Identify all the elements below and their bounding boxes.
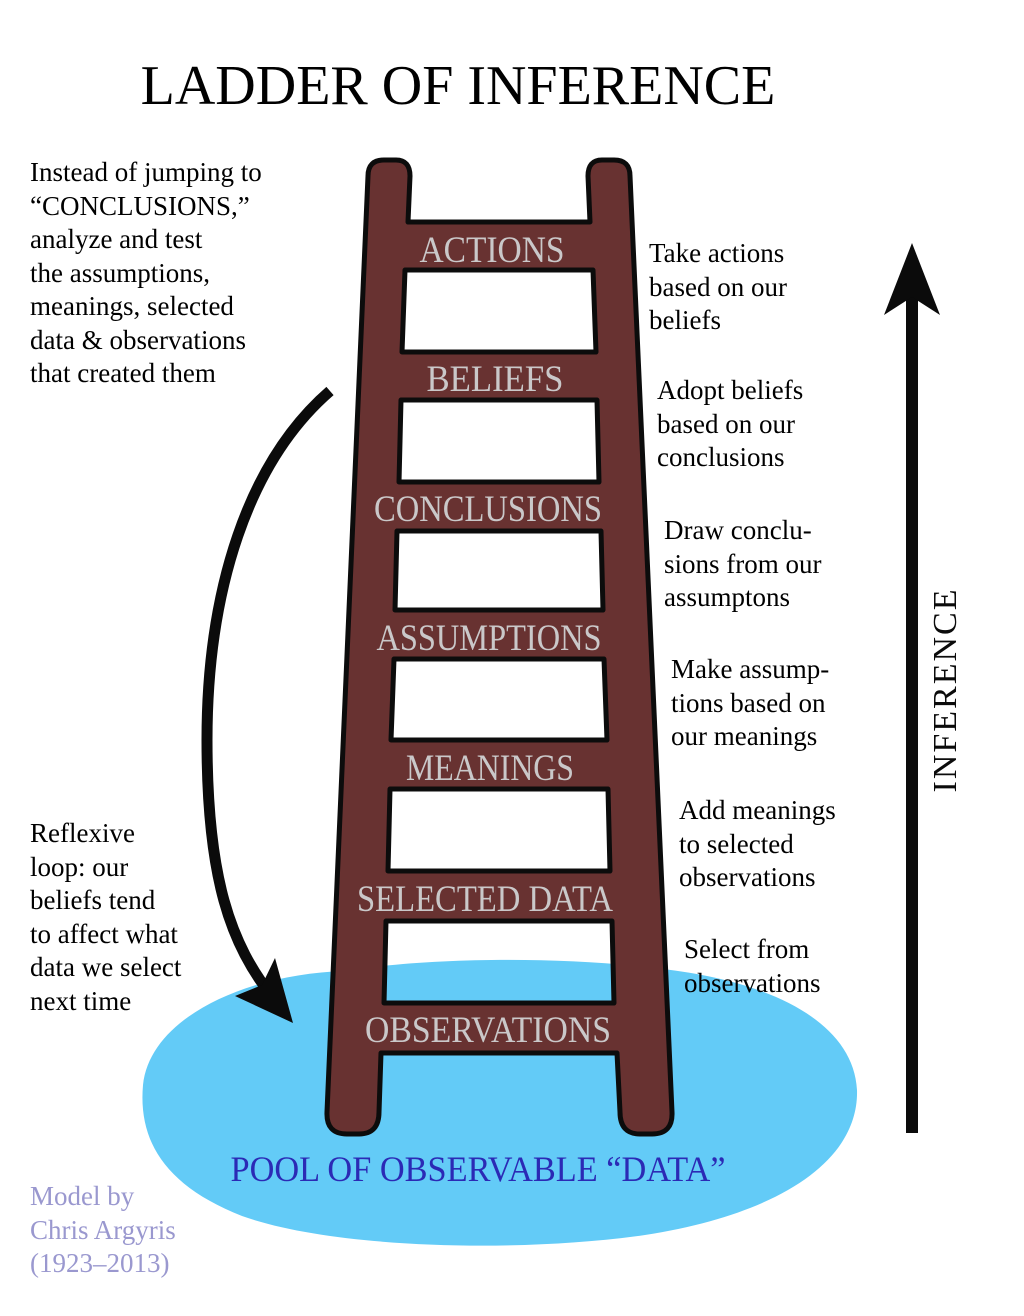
pool-of-data-blob xyxy=(142,959,858,1246)
note-reflexive-loop: Reflexive loop: our beliefs tend to affe… xyxy=(30,818,182,1016)
rung-label-conclusions: CONCLUSIONS xyxy=(374,489,602,530)
rung-label-assumptions: ASSUMPTIONS xyxy=(377,618,602,659)
note-take-actions: Take actions based on our beliefs xyxy=(649,238,787,335)
rung-label-beliefs: BELIEFS xyxy=(427,359,564,400)
inference-arrowhead xyxy=(884,243,940,315)
attribution-model-author: Model by Chris Argyris (1923–2013) xyxy=(30,1181,176,1278)
rung-label-actions: ACTIONS xyxy=(420,230,565,271)
note-draw-conclusions: Draw conclu- sions from our assumptons xyxy=(664,515,822,612)
note-adopt-beliefs: Adopt beliefs based on our conclusions xyxy=(657,375,804,472)
inference-axis-label: INFERENCE xyxy=(927,588,964,793)
note-add-meanings: Add meanings to selected observations xyxy=(679,795,836,892)
reflexive-loop-curve xyxy=(201,386,334,1003)
note-make-assumptions: Make assump- tions based on our meanings xyxy=(671,654,830,751)
inference-arrow xyxy=(884,243,940,1133)
rung-label-selected-data: SELECTED DATA xyxy=(357,879,613,920)
page-title: LADDER OF INFERENCE xyxy=(140,55,776,117)
note-jump-warning: Instead of jumping to “CONCLUSIONS,” ana… xyxy=(30,157,262,388)
ladder-shape xyxy=(324,157,675,1137)
note-select-from-observations: Select from observations xyxy=(684,934,821,998)
reflexive-loop-arrowhead xyxy=(235,958,293,1023)
rung-label-meanings: MEANINGS xyxy=(406,748,574,789)
reflexive-loop-arrow xyxy=(201,386,334,1023)
inference-arrow-shaft xyxy=(906,297,918,1133)
pool-label: POOL OF OBSERVABLE “DATA” xyxy=(231,1149,726,1189)
rung-label-observations: OBSERVATIONS xyxy=(365,1010,611,1051)
